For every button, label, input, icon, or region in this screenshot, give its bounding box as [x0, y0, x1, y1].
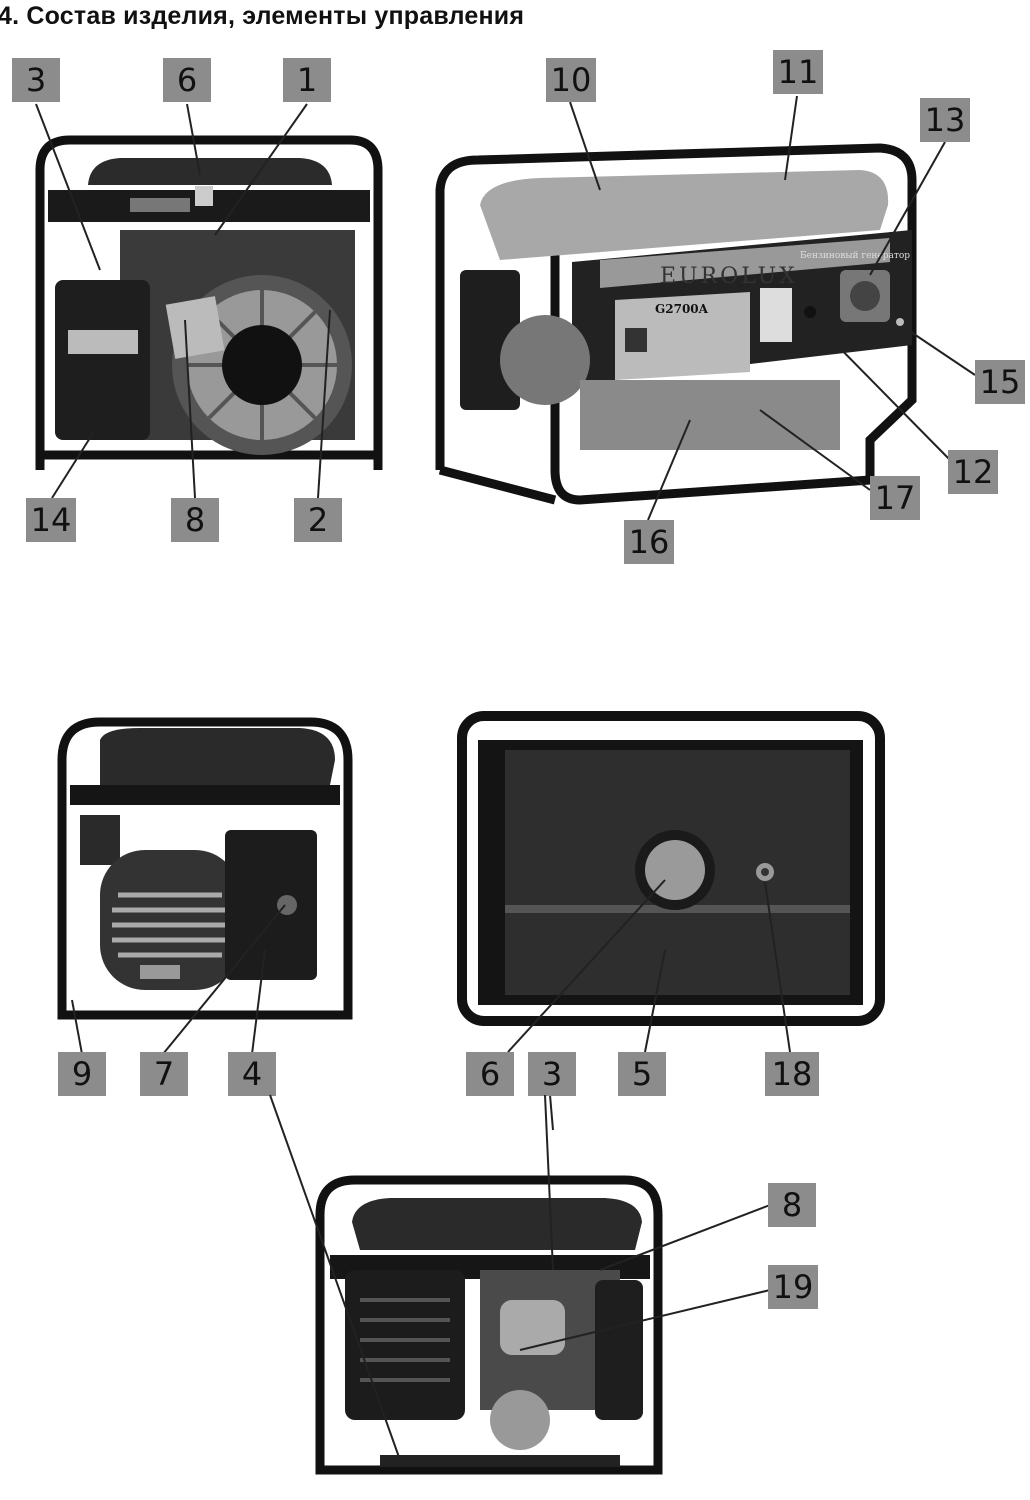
callout-label: 8	[171, 498, 219, 542]
callout-label: 14	[26, 498, 76, 542]
callout-label: 2	[294, 498, 342, 542]
model-label: G2700A	[655, 302, 709, 316]
panel-caption: Бензиновый генератор	[800, 251, 910, 261]
callout-label: 7	[140, 1052, 188, 1096]
callout-label: 18	[765, 1052, 819, 1096]
callout-label: 12	[948, 450, 998, 494]
callout-label: 5	[618, 1052, 666, 1096]
callout-label: 19	[768, 1265, 818, 1309]
callout-label: 13	[920, 98, 970, 142]
callout-label: 11	[773, 50, 823, 94]
callout-label: 1	[283, 58, 331, 102]
callout-label: 6	[163, 58, 211, 102]
brand-label: EUROLUX	[660, 264, 798, 289]
section-title: 4. Состав изделия, элементы управления	[0, 2, 525, 30]
callout-label: 3	[12, 58, 60, 102]
callout-label: 16	[624, 520, 674, 564]
callout-label: 8	[768, 1183, 816, 1227]
callout-label: 15	[975, 360, 1025, 404]
callout-label: 4	[228, 1052, 276, 1096]
callout-label: 3	[528, 1052, 576, 1096]
callout-label: 17	[870, 476, 920, 520]
callout-label: 6	[466, 1052, 514, 1096]
callout-label: 10	[546, 58, 596, 102]
callout-label: 9	[58, 1052, 106, 1096]
